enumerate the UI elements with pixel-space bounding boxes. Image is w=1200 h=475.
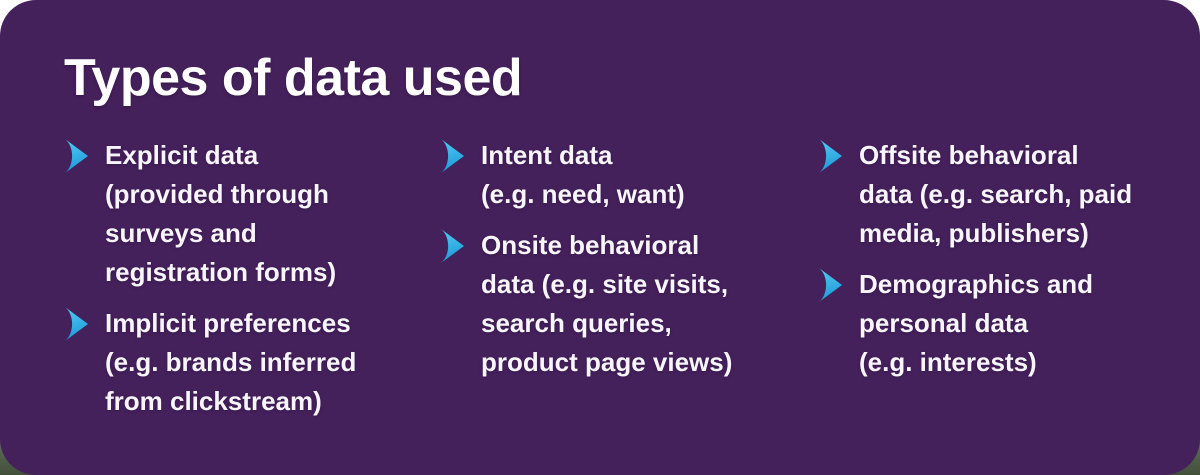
list-item-text: Onsite behavioral data (e.g. site visits… [481,230,733,377]
column-intent-onsite: Intent data (e.g. need, want) Onsite beh… [440,136,795,394]
column-explicit-implicit: Explicit data (provided through surveys … [64,136,414,433]
arrow-bullet-icon [819,268,842,302]
list-item: Explicit data (provided through surveys … [64,136,414,292]
list-item-text: Explicit data (provided through surveys … [105,140,337,287]
list-item-text: Intent data (e.g. need, want) [481,140,685,209]
list-item: Intent data (e.g. need, want) [440,136,795,214]
arrow-bullet-icon [441,139,464,173]
list-item: Offsite behavioral data (e.g. search, pa… [818,136,1183,253]
list-item-text: Offsite behavioral data (e.g. search, pa… [859,140,1133,248]
arrow-bullet-icon [819,139,842,173]
list-item: Implicit preferences (e.g. brands inferr… [64,304,414,421]
arrow-bullet-icon [65,307,88,341]
list-item: Demographics and personal data (e.g. int… [818,265,1183,382]
arrow-bullet-icon [441,229,464,263]
column-offsite-demographics: Offsite behavioral data (e.g. search, pa… [818,136,1183,394]
page-title: Types of data used [64,49,523,107]
list-item: Onsite behavioral data (e.g. site visits… [440,226,795,382]
arrow-bullet-icon [65,139,88,173]
list-item-text: Demographics and personal data (e.g. int… [859,269,1094,377]
list-item-text: Implicit preferences (e.g. brands inferr… [105,308,357,416]
